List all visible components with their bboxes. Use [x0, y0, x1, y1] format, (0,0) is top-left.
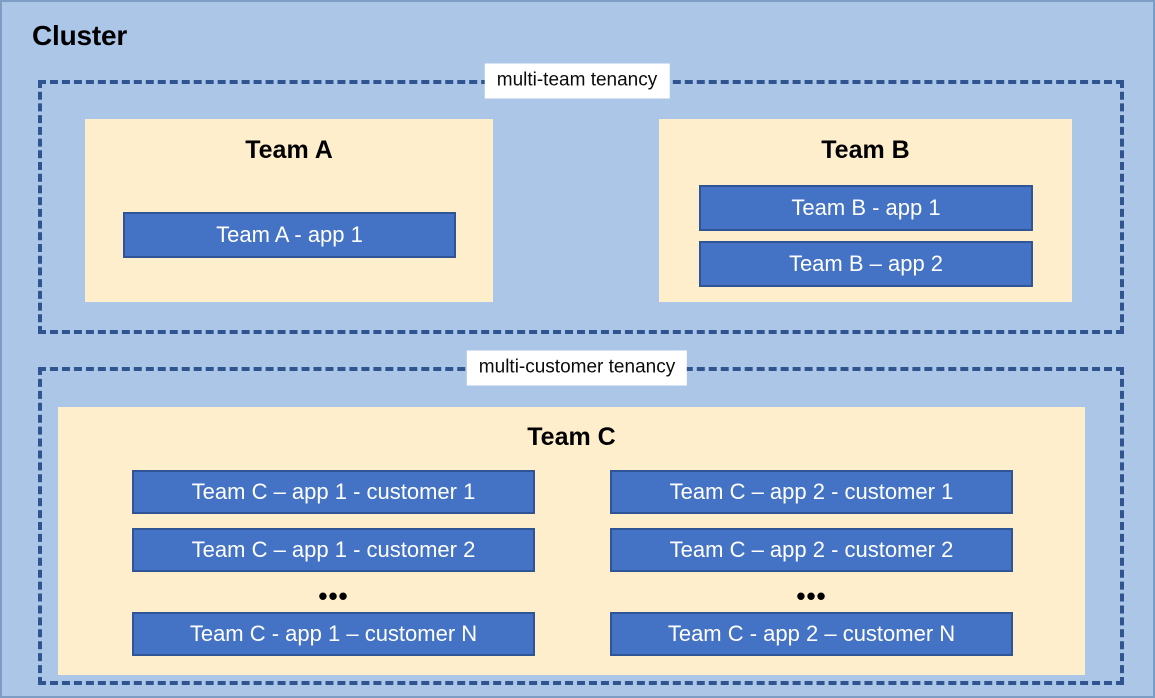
- team-c-container: Team C Team C – app 1 - customer 1 Team …: [58, 407, 1085, 675]
- team-c-app-1-ellipsis: •••: [318, 581, 349, 611]
- page-title: Cluster: [32, 20, 128, 51]
- team-b-heading: Team B: [821, 136, 910, 164]
- team-c-app-2-customer-1-chip[interactable]: Team C – app 2 - customer 1: [610, 470, 1013, 514]
- multi-customer-tenancy-label: multi-customer tenancy: [466, 350, 688, 386]
- team-c-heading: Team C: [527, 423, 616, 451]
- team-c-app-1-customer-1-chip[interactable]: Team C – app 1 - customer 1: [132, 470, 535, 514]
- team-b-app-2-chip[interactable]: Team B – app 2: [699, 241, 1033, 287]
- team-c-app-2-customer-n-chip[interactable]: Team C - app 2 – customer N: [610, 612, 1013, 656]
- team-b-container: Team B Team B - app 1 Team B – app 2: [659, 119, 1072, 302]
- team-c-app-1-customer-n-chip[interactable]: Team C - app 1 – customer N: [132, 612, 535, 656]
- team-b-app-1-chip[interactable]: Team B - app 1: [699, 185, 1033, 231]
- team-a-container: Team A Team A - app 1: [85, 119, 493, 302]
- team-a-app-1-chip[interactable]: Team A - app 1: [123, 212, 456, 258]
- team-c-app-2-ellipsis: •••: [796, 581, 827, 611]
- team-a-heading: Team A: [245, 136, 333, 164]
- team-c-app-1-customer-2-chip[interactable]: Team C – app 1 - customer 2: [132, 528, 535, 572]
- team-c-app-2-customer-2-chip[interactable]: Team C – app 2 - customer 2: [610, 528, 1013, 572]
- multi-team-tenancy-label: multi-team tenancy: [484, 63, 670, 99]
